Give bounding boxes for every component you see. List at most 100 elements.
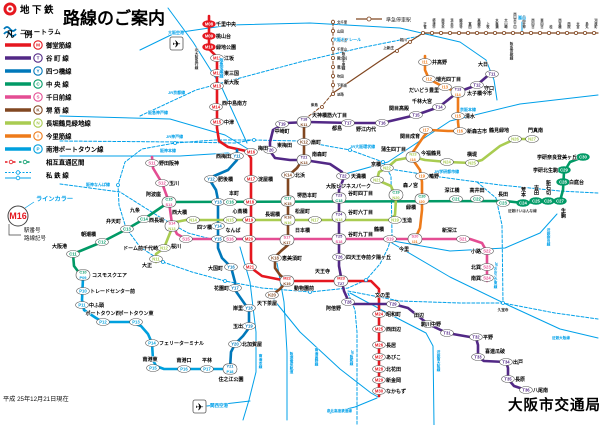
rail-station-dot <box>330 19 335 24</box>
station-id: I16 <box>457 129 463 134</box>
station-label: 関目高殿 <box>389 105 410 112</box>
rail-station-dot <box>510 30 515 35</box>
station-label: 天王寺 <box>315 268 330 275</box>
station-label: 玉出 <box>233 323 243 330</box>
map-label: 心斎橋 <box>232 208 247 215</box>
semi-express-label: 準急停車駅 <box>386 17 411 24</box>
rail-station-dot <box>330 74 335 79</box>
newtram-logo-label: ニュートラム <box>20 28 61 36</box>
map-label: 阪神なんば線 <box>86 181 111 187</box>
rail-station-label: 大山崎 <box>503 18 507 29</box>
map-label: 上新庄 <box>383 45 394 50</box>
station-marker <box>120 225 134 233</box>
airplane-icon: ✈ <box>195 403 203 414</box>
station-marker <box>242 235 256 243</box>
map-label: 久宝寺 <box>498 307 509 312</box>
station-marker <box>297 138 311 146</box>
station-label: 出戸 <box>513 359 523 366</box>
rail-station-dot <box>474 30 479 35</box>
rail-station-dot <box>381 160 385 164</box>
station-id: Y18 <box>245 306 253 311</box>
rail-station-label: 水無瀬 <box>494 18 499 29</box>
station-marker <box>296 154 312 166</box>
legend-title: 凡 例 <box>6 29 36 39</box>
station-id: K15 <box>284 201 292 206</box>
legend-private-dot <box>15 170 21 175</box>
station-label: 北加賀屋 <box>242 341 262 348</box>
station-label: 学研北生駒 <box>533 167 558 174</box>
station-label: 新金岡 <box>386 377 401 384</box>
station-marker <box>243 198 257 206</box>
railway-line <box>59 139 253 144</box>
station-marker <box>66 250 80 258</box>
station-marker <box>375 119 389 127</box>
station-marker <box>372 310 386 318</box>
map-label: 大阪空港 <box>168 29 185 35</box>
station-id: M17 <box>247 177 256 182</box>
station-marker <box>204 175 218 183</box>
station-label: コスモスクエア <box>92 272 127 279</box>
station-label: だいどう豊里 <box>409 87 439 94</box>
rail-station-label: 烏丸 <box>584 21 589 29</box>
station-id: S23 <box>483 265 491 270</box>
station-label: 平林 <box>202 357 213 364</box>
station-id: I17 <box>423 128 429 133</box>
station-label: 天満橋 <box>351 173 366 180</box>
map-label: 南海高野線 <box>314 347 319 366</box>
map-label: 南海本線 <box>258 353 263 369</box>
line-color-label: ラインカラー <box>36 196 73 203</box>
station-id: T32 <box>472 335 480 340</box>
station-label: 四ツ橋 <box>197 224 212 231</box>
station-number-label: 駅番号 <box>24 227 41 234</box>
rail-station-dot <box>501 301 505 305</box>
station-label: 南巽 <box>471 275 481 282</box>
station-marker <box>450 86 466 98</box>
station-id: S22 <box>483 249 491 254</box>
station-marker <box>331 233 347 245</box>
station-label: 玉川 <box>169 180 179 187</box>
station-id: T28 <box>344 300 352 305</box>
station-id: Y17 <box>231 286 239 291</box>
station-marker <box>210 54 224 62</box>
station-id: S24 <box>483 276 491 281</box>
station-marker <box>76 287 90 295</box>
station-marker <box>336 172 350 180</box>
rail-station-dot <box>492 30 497 35</box>
station-label: 緑地公園 <box>216 44 236 51</box>
railway-line <box>167 7 248 144</box>
semi-express-legend: 準急停車駅 <box>356 17 411 24</box>
station-marker <box>279 234 295 246</box>
station-label: 中津 <box>224 119 234 126</box>
station-id: P13 <box>132 320 140 325</box>
rail-station-label: 西京極 <box>557 18 562 29</box>
station-label: 淀屋橋 <box>258 176 273 183</box>
map-label: JR学研都市線 <box>434 168 460 174</box>
station-marker <box>372 353 386 361</box>
station-label: 南港口 <box>176 357 191 364</box>
station-marker <box>308 216 322 224</box>
legend-item-label: 私 鉄 線 <box>45 170 69 179</box>
rail-station-dot <box>592 30 597 35</box>
station-label: 京橋 <box>371 161 381 168</box>
line-color-leader <box>24 201 35 209</box>
rail-station-label: 北千里 <box>337 20 348 25</box>
station-marker <box>202 20 216 28</box>
station-label: 阿波座 <box>146 191 161 198</box>
rail-station-dot <box>538 30 543 35</box>
station-marker <box>200 365 214 373</box>
station-label: 日本橋 <box>295 227 310 234</box>
station-id: M30 <box>375 389 384 394</box>
station-id: M19 <box>245 218 254 223</box>
station-label: 蒲生四丁目 <box>381 146 406 153</box>
station-label: 梅田 <box>258 145 268 152</box>
map-label: 嵐山 <box>517 14 526 20</box>
legend-private-dot <box>15 175 21 181</box>
station-id: T15 <box>412 113 420 118</box>
station-id: C27 <box>556 199 564 204</box>
station-id: T16 <box>378 121 386 126</box>
station-label: 西梅田 <box>216 153 231 160</box>
station-label: 駒川中野 <box>421 321 441 328</box>
station-id: I15 <box>455 114 461 119</box>
station-id: S21 <box>459 237 467 242</box>
